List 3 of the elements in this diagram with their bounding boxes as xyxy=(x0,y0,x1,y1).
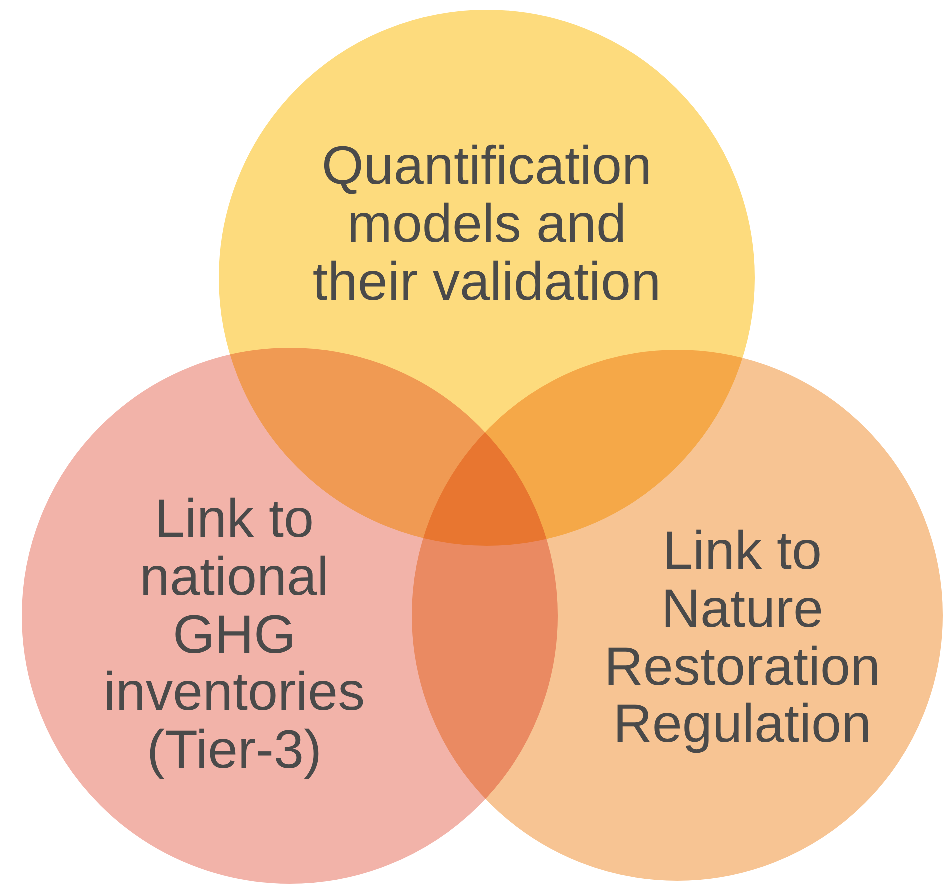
circle-label: Link to national GHG inventories (Tier-3) xyxy=(102,491,366,780)
circle-label: Link to Nature Restoration Regulation xyxy=(603,523,882,754)
circle-label: Quantification models and their validation xyxy=(312,138,662,312)
